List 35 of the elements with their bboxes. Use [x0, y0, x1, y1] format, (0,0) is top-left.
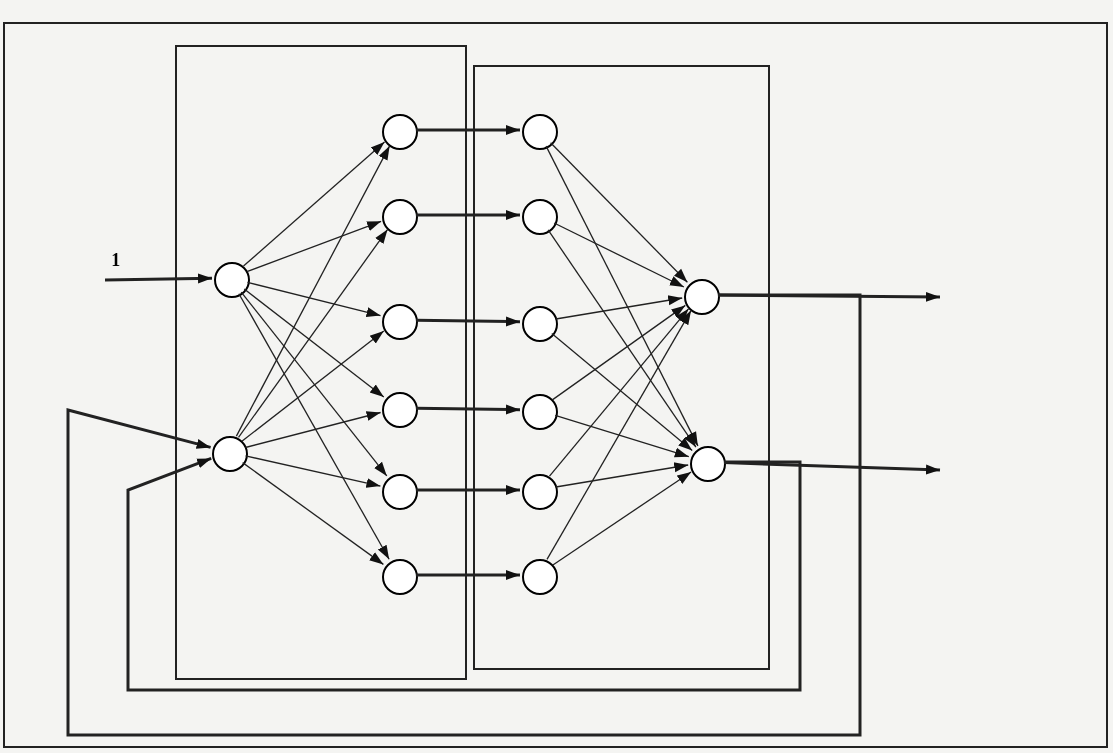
arrow: [237, 228, 389, 439]
arrow: [244, 455, 382, 488]
arrow: [126, 457, 802, 692]
arrow: [244, 411, 382, 449]
arrow: [555, 295, 683, 320]
arrow: [416, 485, 520, 495]
arrow: [241, 330, 385, 442]
arrow: [243, 288, 385, 398]
arrow: [415, 404, 521, 415]
arrow: [416, 210, 520, 220]
arrow: [547, 229, 697, 448]
arrow: [545, 145, 699, 447]
arrow: [104, 273, 213, 284]
arrow: [415, 316, 521, 327]
arrow: [246, 281, 382, 318]
arrow: [240, 291, 388, 477]
layer-box: [473, 65, 770, 670]
arrow: [66, 293, 862, 737]
arrow: [416, 570, 520, 580]
arrow: [546, 309, 692, 561]
arrow: [238, 293, 390, 560]
arrow: [552, 471, 692, 566]
arrow: [246, 220, 382, 273]
arrow: [554, 414, 690, 458]
arrow: [416, 125, 520, 135]
arrow: [553, 222, 685, 288]
arrow: [548, 308, 690, 477]
arrow: [552, 304, 686, 401]
arrow: [555, 462, 689, 488]
arrow: [241, 461, 385, 566]
arrow: [235, 145, 391, 437]
arrow: [242, 141, 386, 267]
arrow: [549, 142, 689, 283]
arrow: [551, 332, 693, 452]
layer-box: [175, 45, 467, 680]
